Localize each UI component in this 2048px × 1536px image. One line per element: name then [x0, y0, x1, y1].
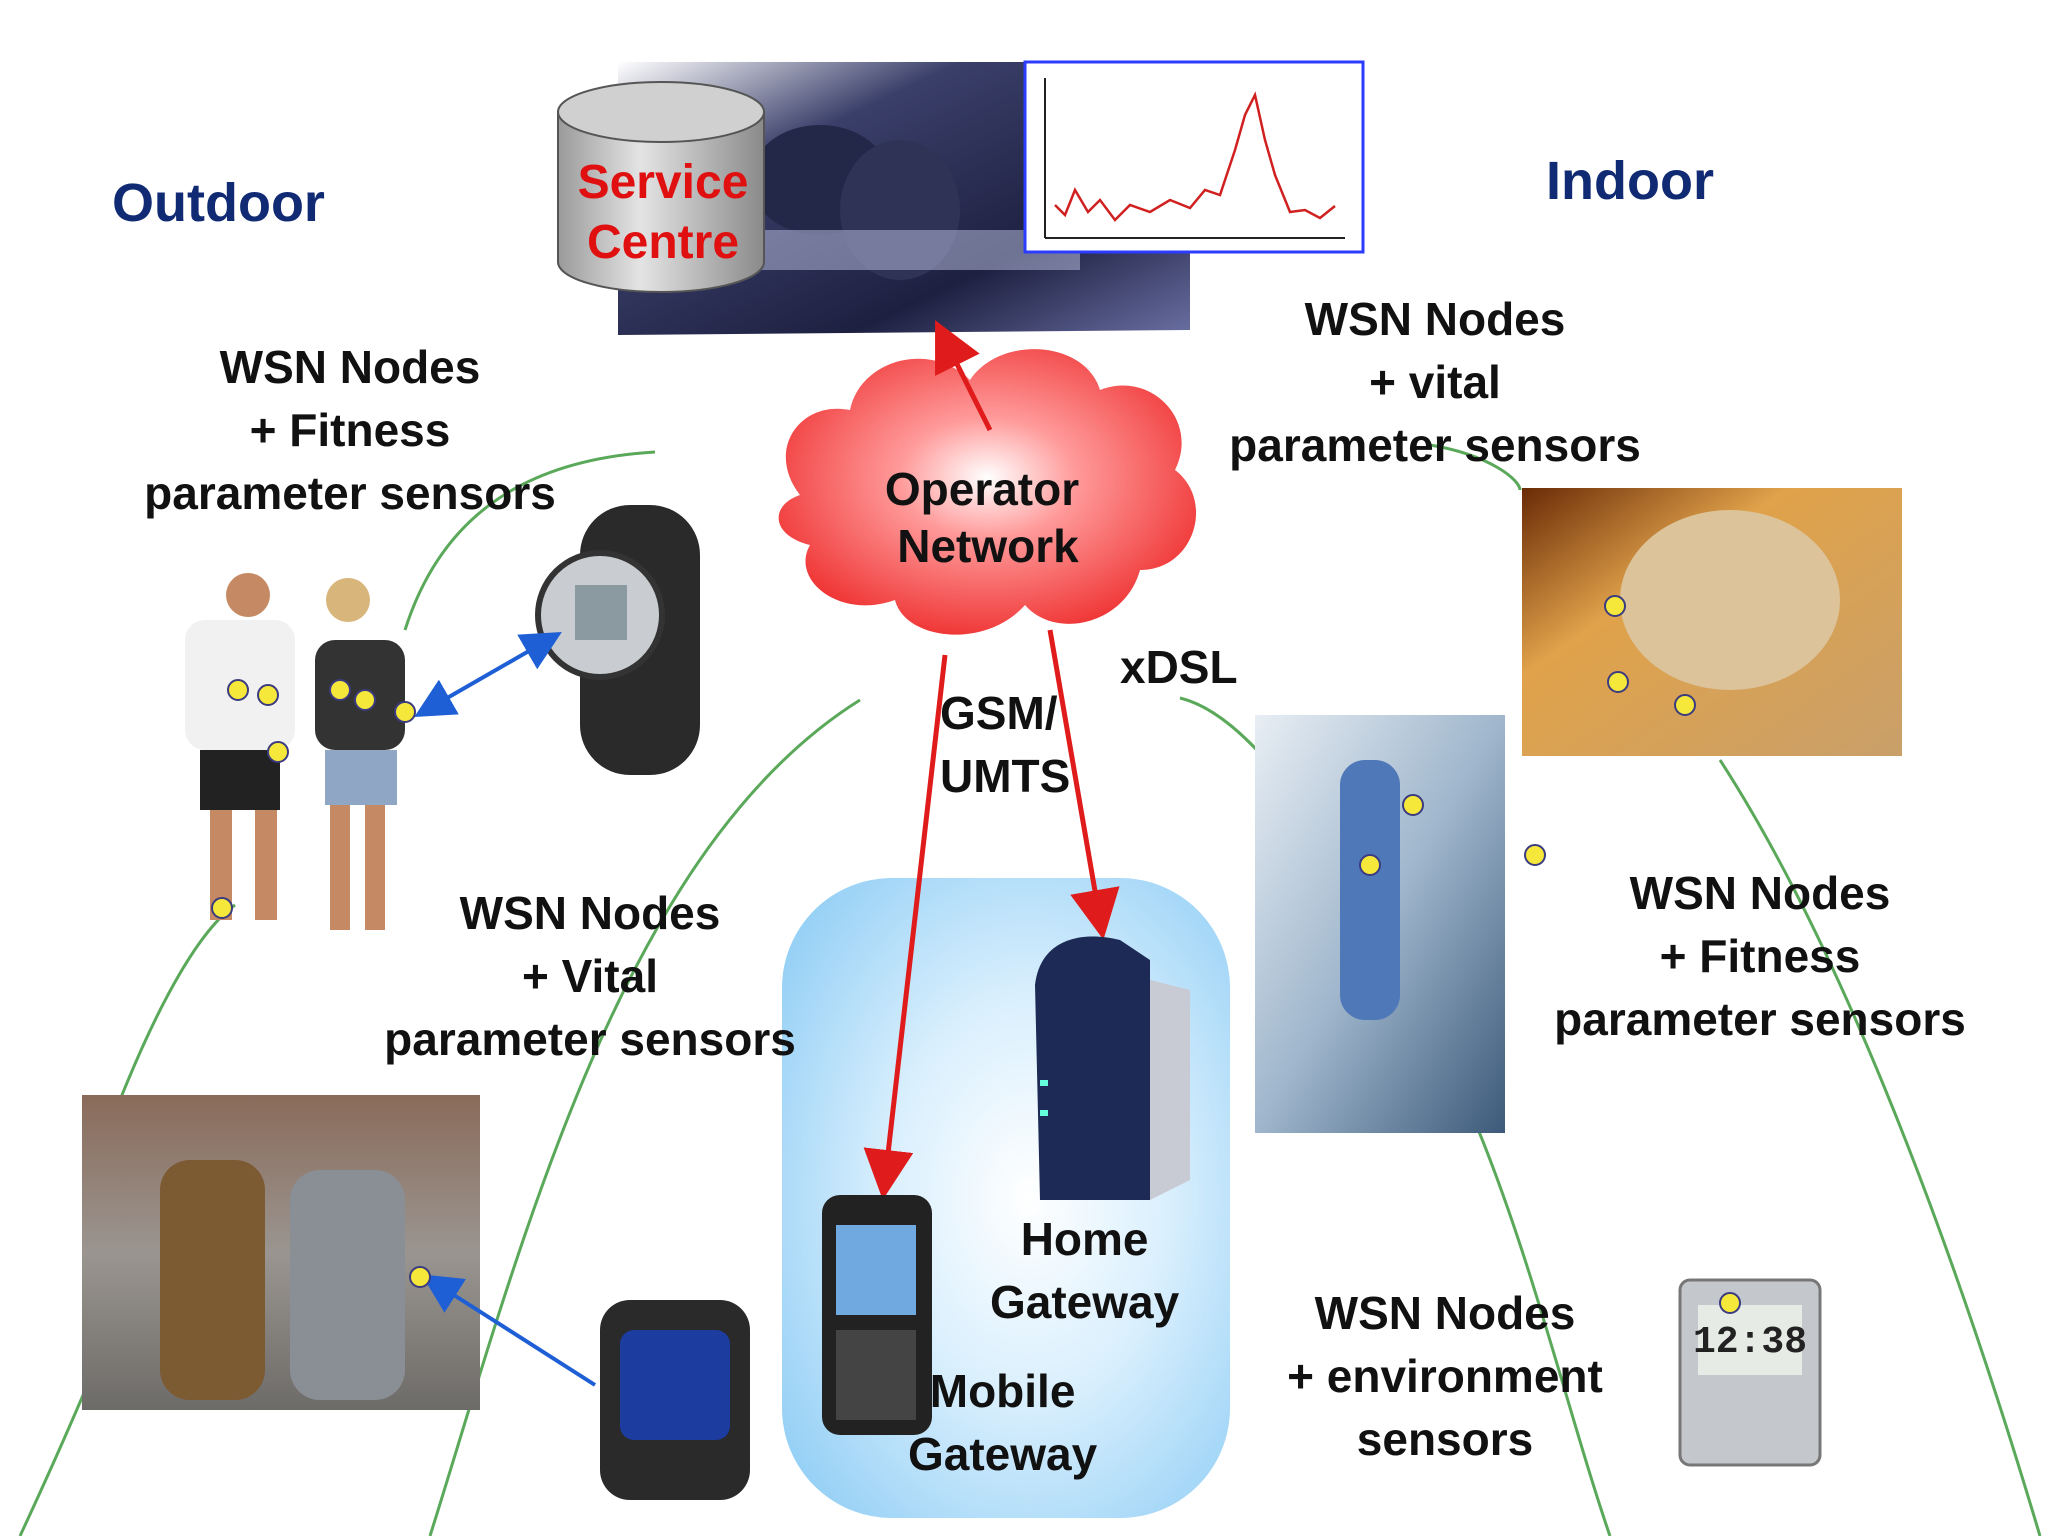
operator-network-label-line2: Network	[897, 520, 1079, 572]
indoor-heading: Indoor	[1546, 150, 1714, 212]
sensor-node	[212, 898, 232, 918]
sensor-node	[1360, 855, 1380, 875]
service-centre-label-line1: Service	[578, 156, 749, 209]
service-centre-label-line2: Centre	[587, 216, 739, 269]
sensor-node	[1608, 672, 1628, 692]
sensor-node	[1605, 596, 1625, 616]
sensor-node	[228, 680, 248, 700]
fireside-couple-photo	[1522, 488, 1902, 756]
indoor-environment-group-label: WSN Nodes + environment sensors	[1270, 1282, 1620, 1471]
outdoor-heading: Outdoor	[112, 172, 325, 234]
group-label-line: WSN Nodes	[1540, 862, 1980, 925]
xdsl-label: xDSL	[1120, 640, 1238, 694]
group-label-line: parameter sensors	[1215, 414, 1655, 477]
group-label-line: + Fitness	[130, 399, 570, 462]
group-label-line: WSN Nodes	[370, 882, 810, 945]
wall-clock-device: 12:38	[1680, 1280, 1820, 1465]
street-elderly-photo	[82, 1095, 480, 1410]
group-label-line: WSN Nodes	[1270, 1282, 1620, 1345]
sensor-node	[330, 680, 350, 700]
gsm-umts-label: GSM/ UMTS	[940, 682, 1070, 808]
sensor-node	[410, 1267, 430, 1287]
indoor-fitness-group-label: WSN Nodes + Fitness parameter sensors	[1540, 862, 1980, 1051]
mobile-gateway-label-line: Mobile	[908, 1360, 1097, 1423]
treadmill-photo	[1255, 715, 1505, 1133]
group-label-line: + Fitness	[1540, 925, 1980, 988]
group-label-line: parameter sensors	[130, 462, 570, 525]
group-label-line: + Vital	[370, 945, 810, 1008]
home-gateway-label-line: Home	[990, 1208, 1179, 1271]
group-label-line: parameter sensors	[370, 1008, 810, 1071]
monitor-watch-device	[600, 1300, 750, 1500]
fitness-watch-device	[538, 505, 700, 775]
clock-display: 12:38	[1693, 1321, 1807, 1364]
home-gateway-label-line: Gateway	[990, 1271, 1179, 1334]
outdoor-vital-group-label: WSN Nodes + Vital parameter sensors	[370, 882, 810, 1071]
operator-network-label-line1: Operator	[885, 463, 1079, 515]
sensor-node	[268, 742, 288, 762]
mobile-gateway-label-line: Gateway	[908, 1423, 1097, 1486]
group-label-line: + vital	[1215, 351, 1655, 414]
sensor-node	[1720, 1293, 1740, 1313]
group-label-line: parameter sensors	[1540, 988, 1980, 1051]
mobile-gateway-label: Mobile Gateway	[908, 1360, 1097, 1486]
indoor-vital-group-label: WSN Nodes + vital parameter sensors	[1215, 288, 1655, 477]
sensor-node	[258, 685, 278, 705]
sensor-node	[1403, 795, 1423, 815]
sensor-node	[395, 702, 415, 722]
group-label-line: WSN Nodes	[130, 336, 570, 399]
group-label-line: WSN Nodes	[1215, 288, 1655, 351]
sensor-node	[1675, 695, 1695, 715]
monitor-chart	[1025, 62, 1363, 252]
gsm-label-line: GSM/	[940, 682, 1070, 745]
group-label-line: sensors	[1270, 1408, 1620, 1471]
joggers-photo	[185, 573, 405, 930]
group-label-line: + environment	[1270, 1345, 1620, 1408]
sensor-node	[355, 690, 375, 710]
home-gateway-label: Home Gateway	[990, 1208, 1179, 1334]
outdoor-fitness-group-label: WSN Nodes + Fitness parameter sensors	[130, 336, 570, 525]
umts-label-line: UMTS	[940, 745, 1070, 808]
